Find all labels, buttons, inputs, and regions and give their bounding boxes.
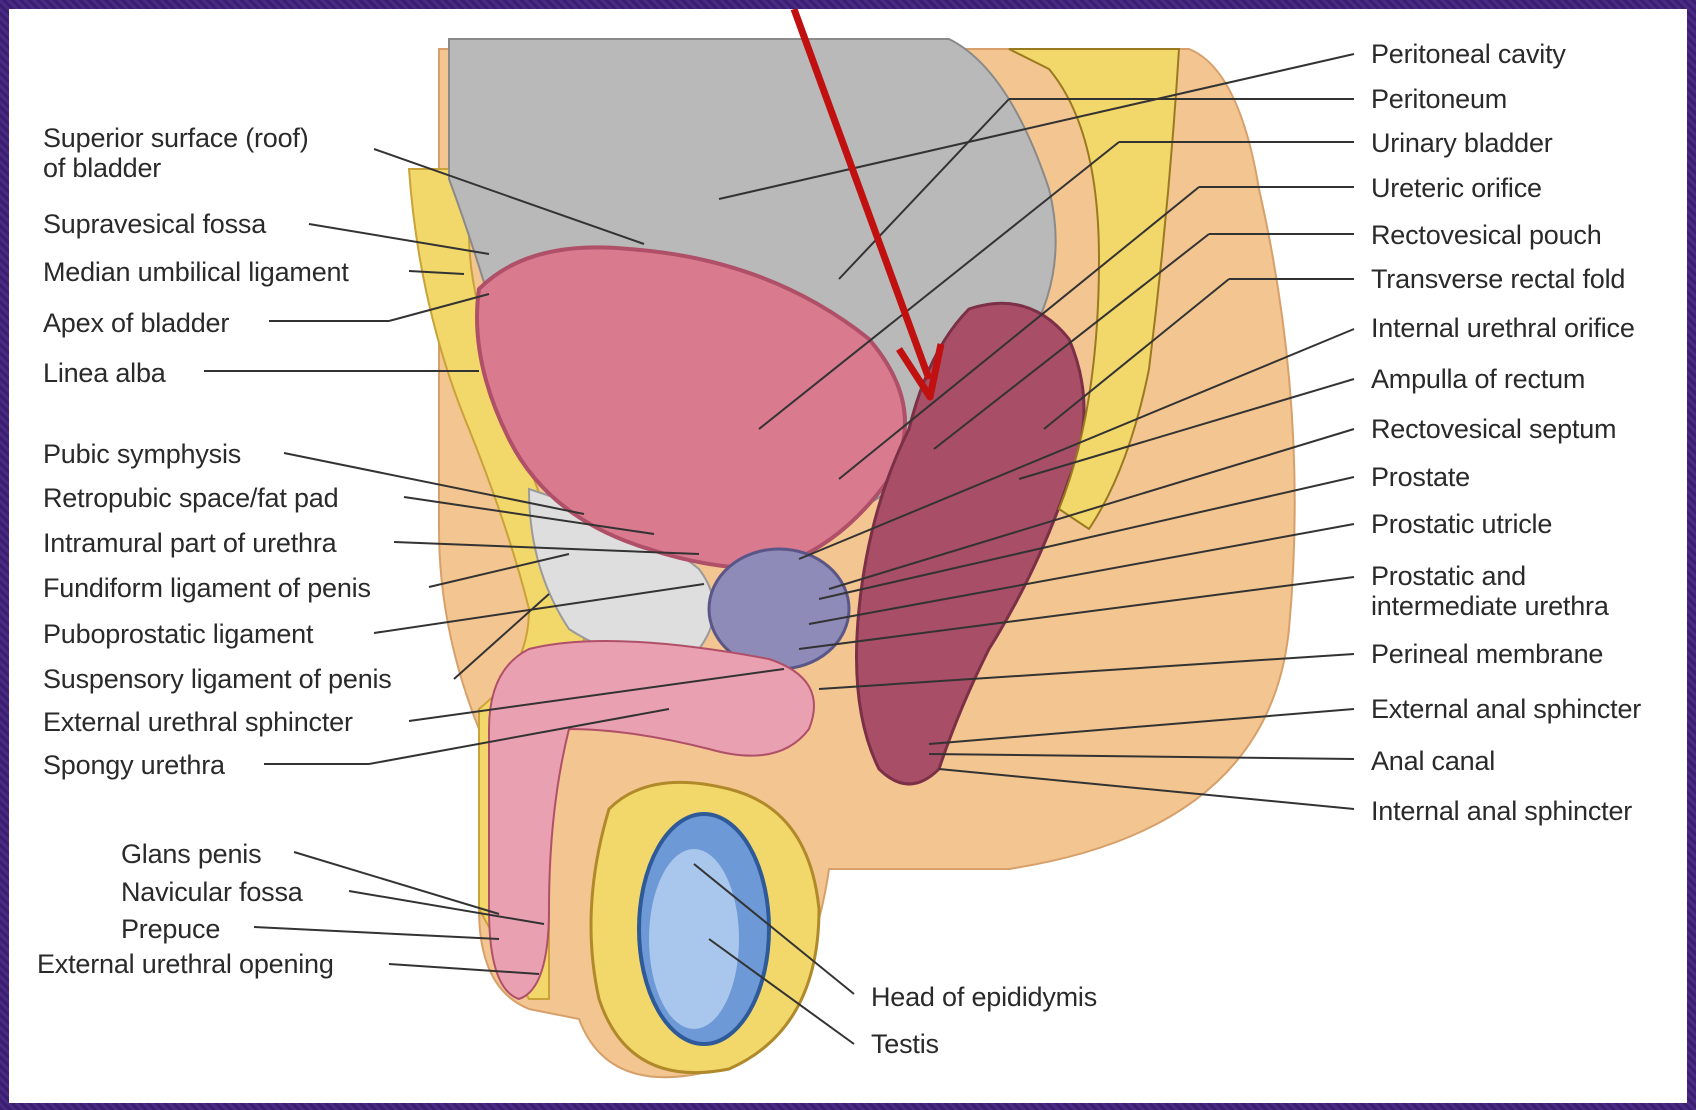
- label-pubic-symphysis: Pubic symphysis: [43, 439, 241, 469]
- label-superior-surface: Superior surface (roof) of bladder: [43, 123, 309, 183]
- label-testis: Testis: [871, 1029, 939, 1059]
- label-internal-urethral-orifice: Internal urethral orifice: [1371, 313, 1635, 343]
- label-prostatic-utricle: Prostatic utricle: [1371, 509, 1552, 539]
- label-fundiform-ligament: Fundiform ligament of penis: [43, 573, 371, 603]
- label-puboprostatic-ligament: Puboprostatic ligament: [43, 619, 313, 649]
- label-external-urethral-opening: External urethral opening: [37, 949, 334, 979]
- label-rectovesical-septum: Rectovesical septum: [1371, 414, 1616, 444]
- label-anal-canal: Anal canal: [1371, 746, 1495, 776]
- label-linea-alba: Linea alba: [43, 358, 166, 388]
- label-apex-of-bladder: Apex of bladder: [43, 308, 229, 338]
- testis-highlight: [649, 849, 739, 1029]
- label-ureteric-orifice: Ureteric orifice: [1371, 173, 1542, 203]
- label-perineal-membrane: Perineal membrane: [1371, 639, 1603, 669]
- label-external-anal-sphincter: External anal sphincter: [1371, 694, 1641, 724]
- label-supravesical-fossa: Supravesical fossa: [43, 209, 266, 239]
- label-transverse-rectal-fold: Transverse rectal fold: [1371, 264, 1625, 294]
- label-rectovesical-pouch: Rectovesical pouch: [1371, 220, 1602, 250]
- label-spongy-urethra: Spongy urethra: [43, 750, 225, 780]
- label-peritoneal-cavity: Peritoneal cavity: [1371, 39, 1566, 69]
- label-intramural-urethra: Intramural part of urethra: [43, 528, 336, 558]
- label-prostate: Prostate: [1371, 462, 1470, 492]
- label-ampulla-of-rectum: Ampulla of rectum: [1371, 364, 1585, 394]
- label-prepuce: Prepuce: [121, 914, 220, 944]
- label-median-umbilical-ligament: Median umbilical ligament: [43, 257, 349, 287]
- diagram-panel: Superior surface (roof) of bladder Supra…: [9, 9, 1687, 1103]
- label-prostatic-intermediate-urethra: Prostatic and intermediate urethra: [1371, 561, 1609, 621]
- label-glans-penis: Glans penis: [121, 839, 261, 869]
- leader-prepuce: [254, 927, 499, 939]
- prostate-shape: [709, 549, 849, 669]
- label-retropubic-space: Retropubic space/fat pad: [43, 483, 338, 513]
- label-head-of-epididymis: Head of epididymis: [871, 982, 1097, 1012]
- label-suspensory-ligament: Suspensory ligament of penis: [43, 664, 392, 694]
- label-external-urethral-sphincter: External urethral sphincter: [43, 707, 353, 737]
- label-peritoneum: Peritoneum: [1371, 84, 1507, 114]
- leader-glans-penis: [294, 852, 499, 914]
- label-internal-anal-sphincter: Internal anal sphincter: [1371, 796, 1632, 826]
- label-urinary-bladder: Urinary bladder: [1371, 128, 1553, 158]
- label-navicular-fossa: Navicular fossa: [121, 877, 303, 907]
